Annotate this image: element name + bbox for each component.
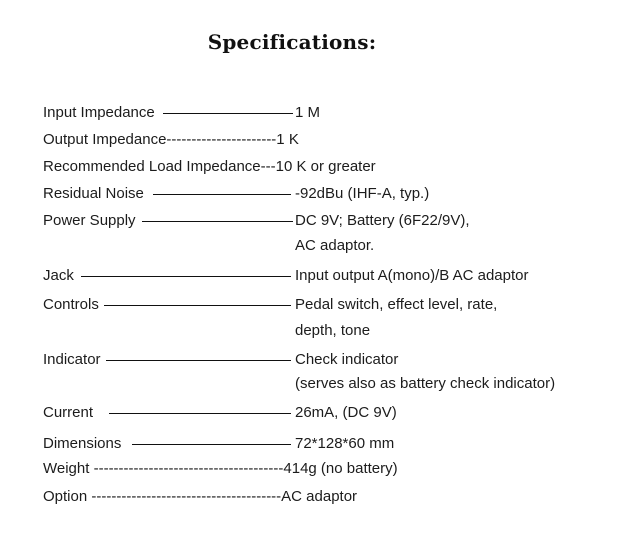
page-title: Specifications: [207, 30, 377, 54]
residual-noise-leader [153, 194, 291, 195]
dimensions-leader [132, 444, 291, 445]
jack-label: Jack [43, 267, 74, 284]
weight-row: Weight ---------------------------------… [43, 460, 398, 477]
current-value: 26mA, (DC 9V) [295, 404, 397, 421]
dimensions-label: Dimensions [43, 435, 122, 452]
output-impedance-row: Output Impedance----------------------1 … [43, 131, 299, 148]
power-supply-value: DC 9V; Battery (6F22/9V), [295, 212, 470, 229]
controls-value: Pedal switch, effect level, rate, [295, 296, 498, 313]
controls-value-continued: depth, tone [295, 322, 371, 339]
indicator-value: Check indicator [295, 351, 399, 368]
current-label: Current [43, 404, 94, 421]
power-supply-leader [142, 221, 293, 222]
controls-label: Controls [43, 296, 99, 313]
current-leader [109, 413, 291, 414]
input-impedance-leader [163, 113, 293, 114]
jack-leader [81, 276, 291, 277]
power-supply-value-continued: AC adaptor. [295, 237, 375, 254]
dimensions-value: 72*128*60 mm [295, 435, 395, 452]
jack-value: Input output A(mono)/B AC adaptor [295, 267, 529, 284]
input-impedance-value: 1 M [295, 104, 321, 121]
residual-noise-label: Residual Noise [43, 185, 144, 202]
input-impedance-label: Input Impedance [43, 104, 155, 121]
controls-leader [104, 305, 291, 306]
power-supply-label: Power Supply [43, 212, 136, 229]
indicator-leader [106, 360, 291, 361]
option-row: Option ---------------------------------… [43, 488, 358, 505]
indicator-value-continued: (serves also as battery check indicator) [295, 375, 556, 392]
indicator-label: Indicator [43, 351, 101, 368]
recommended-load-row: Recommended Load Impedance---10 K or gre… [43, 158, 376, 175]
residual-noise-value: -92dBu (IHF-A, typ.) [295, 185, 430, 202]
